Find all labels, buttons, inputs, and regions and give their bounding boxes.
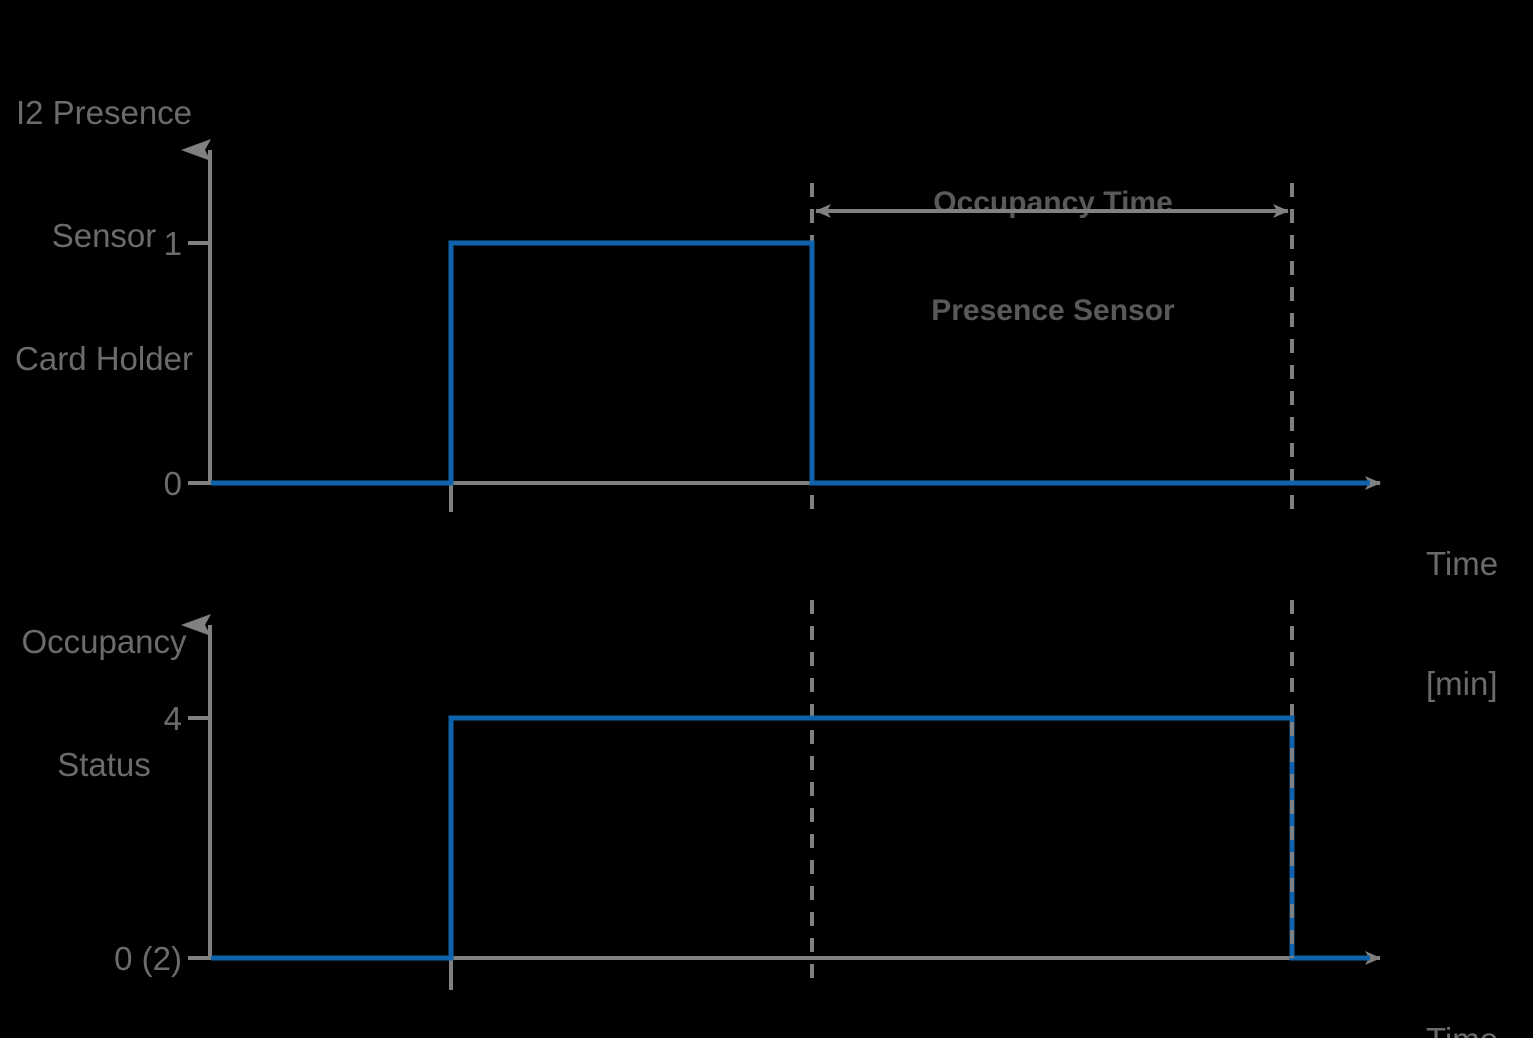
presence-sensor-y-axis-label: I2 Presence Sensor Card Holder bbox=[0, 10, 208, 461]
presence-sensor-x-axis-label: Time [min] bbox=[1426, 464, 1498, 784]
occupancy-status-y-axis-label: Occupancy Status bbox=[0, 539, 208, 867]
presence-sensor-ytick-high: 1 bbox=[163, 225, 182, 262]
presence-sensor-y-axis-label-line-1: I2 Presence bbox=[15, 94, 193, 131]
presence-sensor-x-axis-label-line-1: Time bbox=[1426, 545, 1499, 582]
occupancy-status-x-axis-label-line-1: Time bbox=[1426, 1020, 1498, 1038]
presence-sensor-y-axis-label-line-3: Card Holder bbox=[15, 340, 193, 377]
occupancy-time-annotation-line-2: Presence Sensor bbox=[931, 294, 1175, 327]
occupancy-status-signal-line bbox=[211, 715, 1370, 961]
occupancy-status-y-axis-label-line-2: Status bbox=[57, 746, 151, 783]
occupancy-status-ytick-low: 0 (2) bbox=[114, 940, 182, 977]
presence-sensor-x-axis-label-line-2: [min] bbox=[1426, 665, 1498, 702]
occupancy-status-x-axis-label: Time [min] bbox=[1426, 940, 1498, 1038]
presence-sensor-y-axis-label-line-2: Sensor bbox=[51, 217, 157, 254]
occupancy-status-y-axis-label-line-1: Occupancy bbox=[21, 623, 187, 660]
occupancy-status-ytick-high: 4 bbox=[163, 700, 182, 737]
presence-sensor-signal-line bbox=[211, 240, 1370, 486]
presence-sensor-ytick-low: 0 bbox=[163, 465, 182, 502]
